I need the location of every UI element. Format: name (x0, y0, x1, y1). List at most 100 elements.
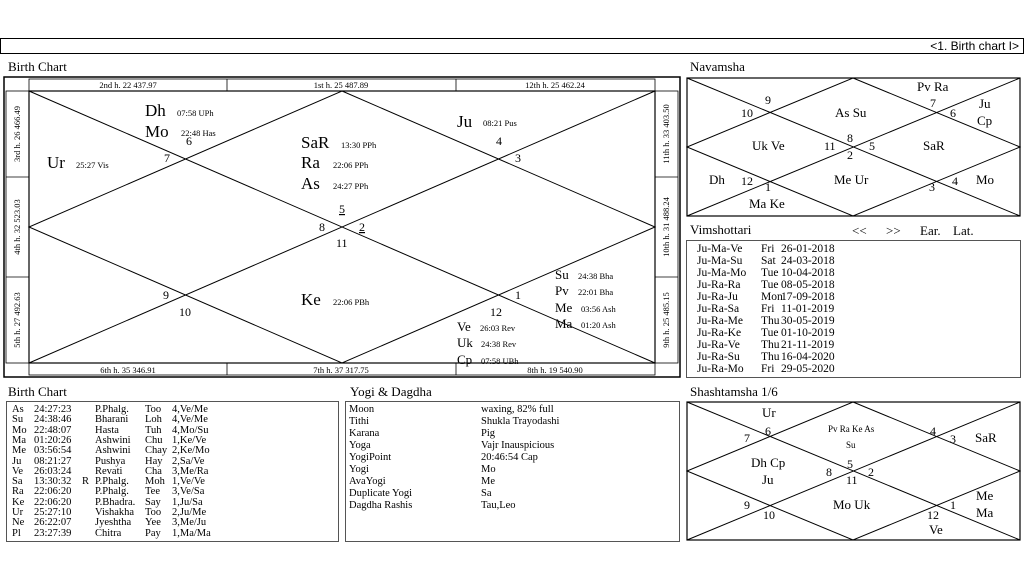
dasha-date: 10-04-2018 (781, 267, 835, 279)
house-number: 5 (847, 457, 853, 471)
house-number: 10 (179, 305, 191, 319)
house-number: 4 (496, 134, 502, 148)
syllable: Say (145, 496, 161, 508)
planet-code: Pl (12, 527, 21, 539)
vimshottari-next-button[interactable]: >> (886, 223, 901, 238)
planet-code: Me (12, 445, 26, 457)
house-number: 7 (930, 96, 936, 110)
svg-text:SaR: SaR (301, 133, 330, 152)
syllable: Cha (145, 465, 162, 477)
dasha-period: Ju-Ma-Ve (697, 243, 743, 255)
chart-selector-button[interactable]: <1. Birth chart I> (930, 39, 1019, 53)
svg-text:24:38 Rev: 24:38 Rev (481, 339, 517, 349)
svg-text:22:06 PPh: 22:06 PPh (333, 160, 369, 170)
house-number: 12 (741, 174, 753, 188)
yogi-key: Yogi (349, 464, 369, 475)
shashtamsha-cell: Dh Cp (751, 455, 785, 470)
house-number: 10 (741, 106, 753, 120)
svg-text:22:06 PBh: 22:06 PBh (333, 297, 370, 307)
pada-lords: 4,Ve/Me (172, 404, 208, 415)
house-label-6th: 6th h. 35 346.91 (100, 365, 156, 375)
yogi-key: Karana (349, 428, 380, 439)
dasha-period: Ju-Ma-Mo (697, 267, 747, 279)
shashtamsha-title: Shashtamsha 1/6 (690, 384, 778, 399)
dasha-day: Fri (761, 363, 775, 375)
svg-text:Uk: Uk (457, 335, 473, 350)
svg-text:08:21 Pus: 08:21 Pus (483, 118, 517, 128)
dasha-period: Ju-Ra-Su (697, 351, 740, 363)
nakshatra: Bharani (95, 414, 129, 426)
planet-code: Ke (12, 496, 25, 508)
pada-lords: 4,Ve/Me (172, 414, 208, 426)
planet-degree: 01:20:26 (34, 434, 72, 446)
shashtamsha-cell: Ur (762, 405, 776, 420)
planet-degree: 22:06:20 (34, 486, 72, 498)
house-number: 8 (847, 131, 853, 145)
yogi-title: Yogi & Dagdha (350, 384, 432, 399)
house-number: 5 (339, 202, 345, 216)
yogi-value: waxing, 82% full (481, 404, 554, 415)
house-number: 9 (765, 93, 771, 107)
navamsha-cell: Pv Ra (917, 79, 949, 94)
syllable: Too (145, 404, 162, 415)
dasha-date: 21-11-2019 (781, 339, 835, 351)
navamsha-cell: Ma Ke (749, 196, 785, 211)
yogi-key: Dagdha Rashis (349, 500, 413, 511)
syllable: Moh (145, 476, 165, 488)
pada-lords: 4,Mo/Su (172, 424, 209, 436)
navamsha-cell: Mo (976, 172, 994, 187)
planet-code: Su (12, 414, 24, 426)
syllable: Chay (145, 445, 168, 457)
yogi-value: 20:46:54 Cap (481, 452, 538, 463)
house-number: 2 (847, 148, 853, 162)
birth-chart-diagram[interactable]: 2nd h. 22 437.97 1st h. 25 487.89 12th h… (3, 76, 681, 378)
nakshatra: Chitra (95, 527, 122, 539)
planet-degree: 26:03:24 (34, 465, 72, 477)
nakshatra: P.Phalg. (95, 486, 129, 498)
house-number: 4 (952, 174, 958, 188)
dasha-day: Thu (761, 339, 780, 351)
dasha-day: Fri (761, 303, 775, 315)
house-number: 11 (336, 236, 348, 250)
dasha-day: Thu (761, 351, 780, 363)
syllable: Chu (145, 434, 163, 446)
syllable: Too (145, 507, 162, 518)
shashtamsha-chart[interactable]: 6 7 4 3 5 8 11 2 9 10 12 1 Ur Pv Ra Ke A… (686, 401, 1021, 541)
birth-chart-title: Birth Chart (8, 59, 67, 74)
dasha-day: Tue (761, 267, 779, 279)
nakshatra: Ashwini (95, 445, 131, 457)
navamsha-chart[interactable]: 9 10 7 6 8 11 2 5 12 1 3 4 Pv Ra Ju Cp A… (686, 77, 1021, 217)
vimshottari-earlier-button[interactable]: Ear. (920, 223, 941, 238)
chart-nav-bar: <1. Birth chart I> (0, 38, 1024, 54)
house-number: 9 (744, 498, 750, 512)
vimshottari-later-button[interactable]: Lat. (953, 223, 974, 238)
nakshatra: P.Phalg. (95, 476, 129, 488)
yogi-value: Shukla Trayodashi (481, 416, 560, 427)
house-number: 1 (515, 288, 521, 302)
vimshottari-title: Vimshottari (690, 222, 752, 237)
house-number: 1 (765, 180, 771, 194)
yogi-value: Tau,Leo (481, 500, 516, 511)
house-label-7th: 7th h. 37 317.75 (313, 365, 369, 375)
pada-lords: 1,Ju/Sa (172, 496, 203, 508)
planet-code: Ve (12, 465, 24, 477)
vimshottari-prev-button[interactable]: << (852, 223, 867, 238)
house-label-10th: 10th h. 31 488.24 (661, 196, 671, 256)
dasha-date: 11-01-2019 (781, 303, 835, 315)
yogi-key: Yoga (349, 440, 371, 451)
syllable: Loh (145, 414, 162, 426)
svg-text:13:30 PPh: 13:30 PPh (341, 140, 377, 150)
svg-text:Cp: Cp (457, 352, 472, 367)
navamsha-cell: As Su (835, 105, 867, 120)
pada-lords: 3,Me/Ju (172, 517, 207, 529)
house-number: 11 (846, 473, 858, 487)
svg-text:As: As (301, 174, 320, 193)
shashtamsha-cell: Me (976, 488, 994, 503)
